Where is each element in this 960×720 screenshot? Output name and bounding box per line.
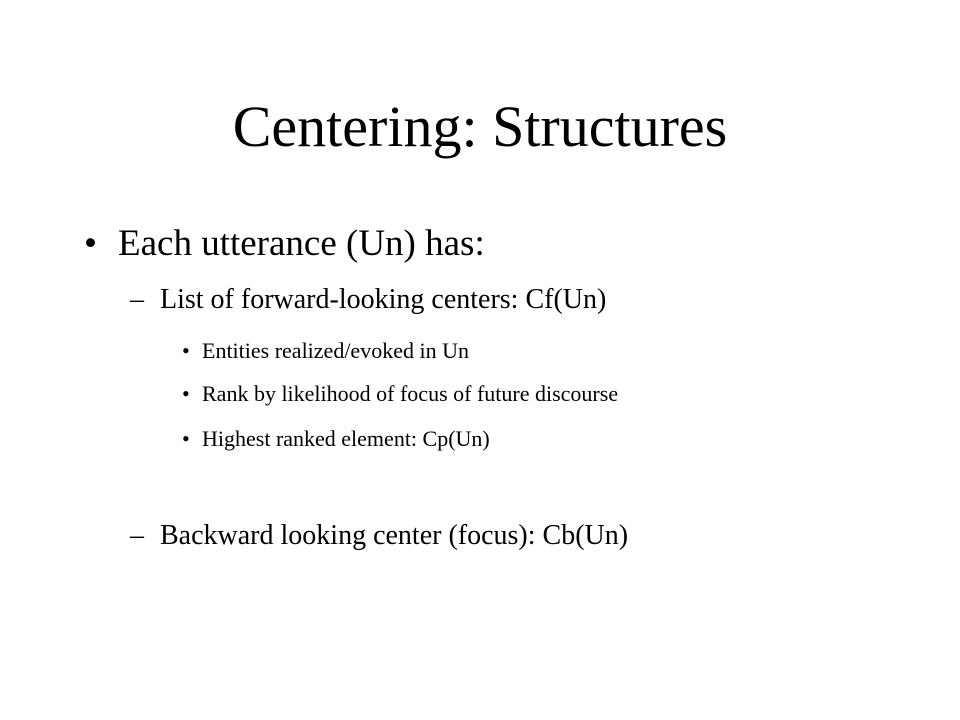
bullet-level2-text: List of forward-looking centers: Cf(Un) bbox=[160, 284, 607, 315]
bullet-level2-text: Backward looking center (focus): Cb(Un) bbox=[160, 520, 629, 551]
bullet-icon: • bbox=[182, 381, 190, 406]
bullet-level3-text: Highest ranked element: Cp(Un) bbox=[202, 426, 490, 451]
bullet-level3-text: Entities realized/evoked in Un bbox=[202, 338, 469, 363]
slide-title: Centering: Structures bbox=[232, 94, 728, 159]
bullet-level3-text: Rank by likelihood of focus of future di… bbox=[202, 381, 619, 406]
dash-icon: – bbox=[130, 284, 144, 315]
bullet-icon: • bbox=[182, 426, 190, 451]
dash-icon: – bbox=[130, 520, 144, 551]
bullet-level1-text: Each utterance (Un) has: bbox=[118, 223, 485, 264]
bullet-icon: • bbox=[182, 338, 190, 363]
bullet-icon: • bbox=[84, 223, 97, 264]
